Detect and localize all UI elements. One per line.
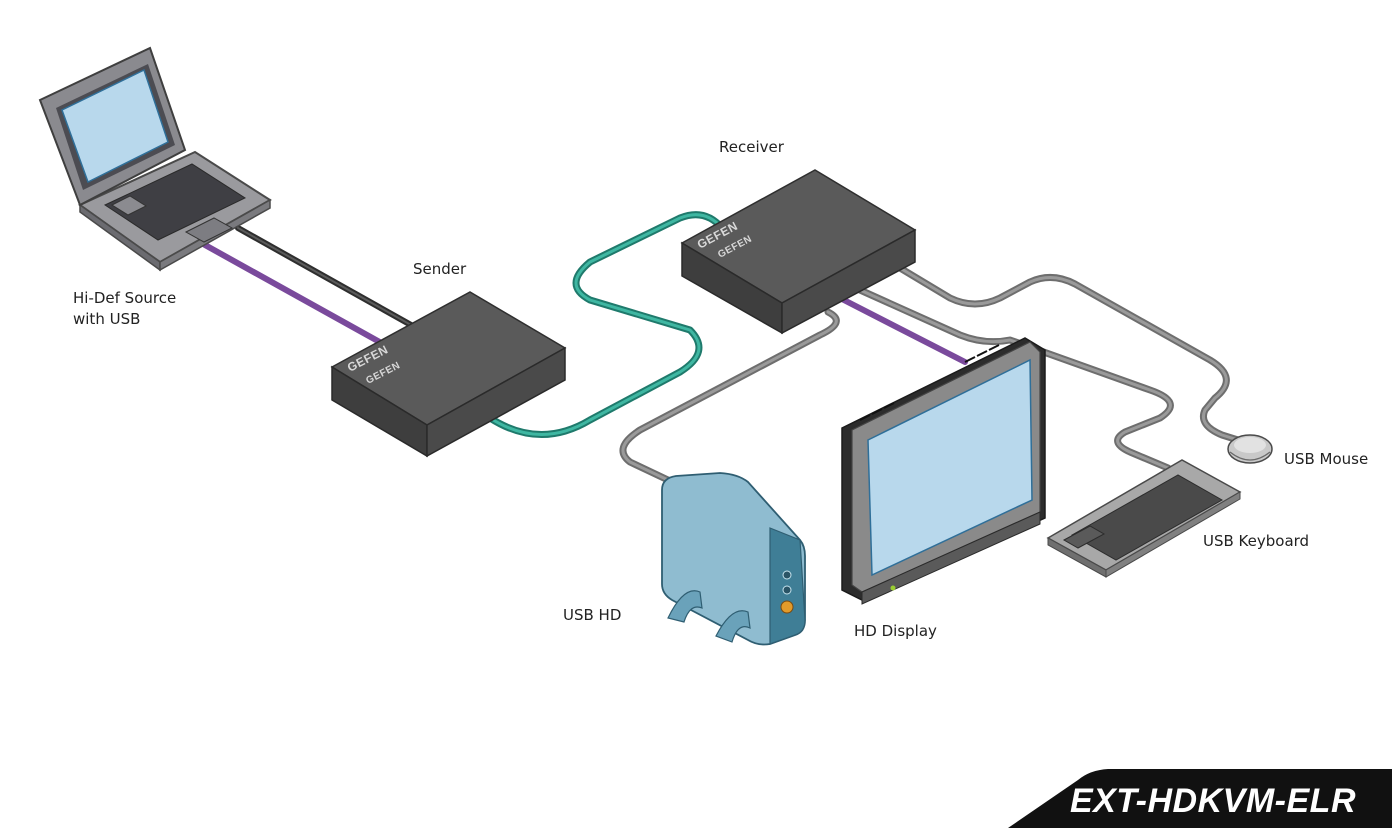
usb-cable-receiver-hd bbox=[619, 308, 840, 484]
label-receiver: Receiver bbox=[719, 138, 784, 156]
label-usb-mouse: USB Mouse bbox=[1284, 450, 1369, 468]
usb-keyboard bbox=[1046, 459, 1242, 578]
label-usb-keyboard: USB Keyboard bbox=[1203, 532, 1310, 550]
usb-hard-drive bbox=[661, 472, 806, 646]
product-badge-text: EXT-HDKVM-ELR bbox=[1070, 782, 1356, 820]
hdmi-cable-receiver-display bbox=[837, 295, 968, 365]
product-badge: EXT-HDKVM-ELR bbox=[1008, 769, 1392, 828]
product-badge-shape bbox=[1008, 769, 1392, 828]
laptop-source bbox=[38, 46, 272, 272]
hd-display bbox=[841, 337, 1046, 605]
hdmi-cable-source-sender bbox=[202, 242, 388, 348]
label-usb-hd: USB HD bbox=[563, 606, 622, 624]
usb-mouse bbox=[1227, 434, 1273, 464]
receiver-box: GEFEN GEFEN bbox=[680, 169, 917, 335]
label-hd-display: HD Display bbox=[854, 622, 937, 640]
label-with-usb: with USB bbox=[73, 310, 141, 328]
label-sender: Sender bbox=[413, 260, 467, 278]
cables bbox=[202, 211, 1242, 484]
label-hi-def-source: Hi-Def Source bbox=[73, 289, 177, 307]
